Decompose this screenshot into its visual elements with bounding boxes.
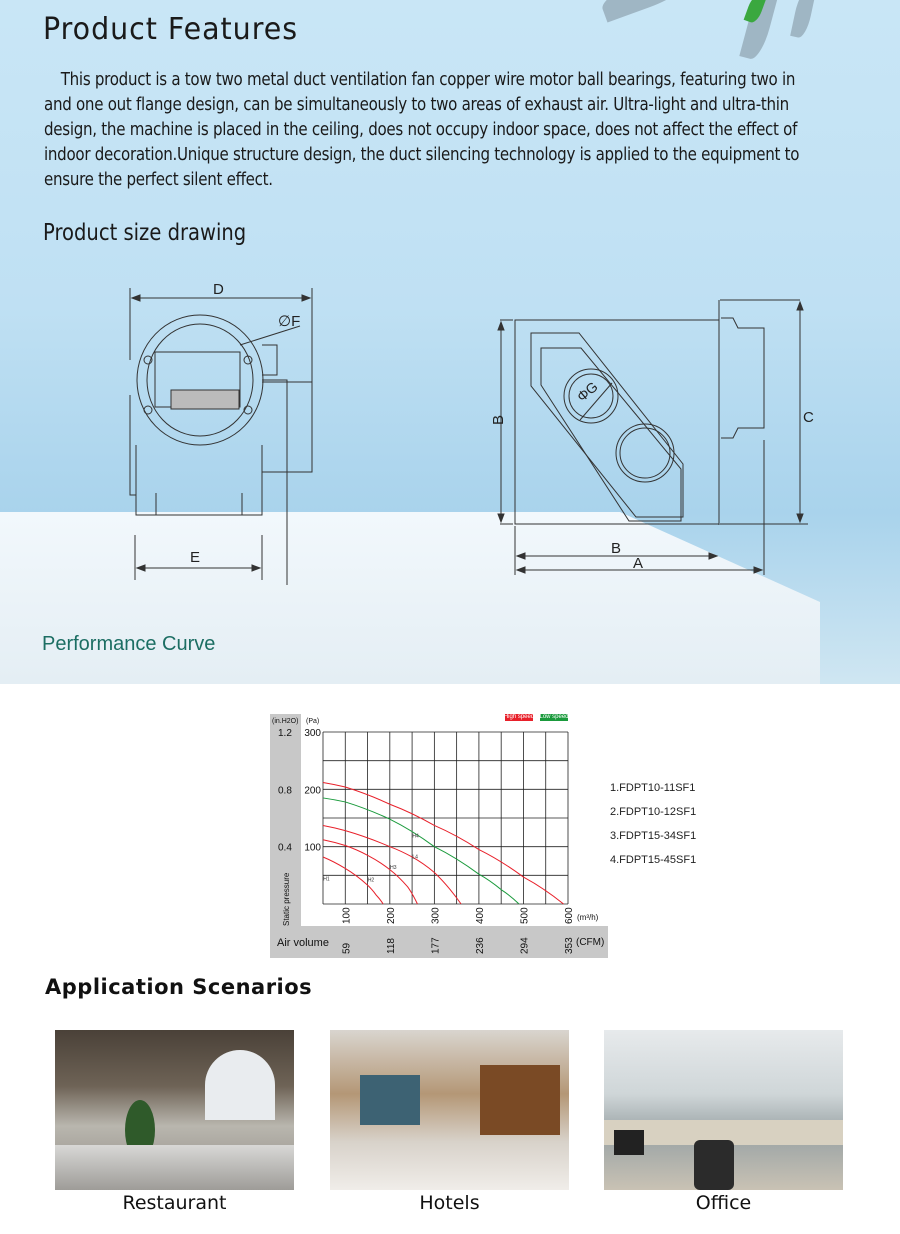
dim-d-label: D <box>213 281 224 298</box>
curve-label-h4: H4 <box>412 833 419 839</box>
dim-f-label: ∅F <box>278 313 300 330</box>
y-tick-label-inh2o: 0.8 <box>278 785 292 796</box>
x-axis-label: Air volume <box>277 937 329 949</box>
leaf-decoration <box>790 0 816 40</box>
dim-a-label: A <box>633 555 643 572</box>
model-item: 4.FDPT15-45SF1 <box>610 854 697 866</box>
x-tick-label-m3h: 200 <box>386 907 397 924</box>
model-item: 3.FDPT15-34SF1 <box>610 830 697 842</box>
curve-label-h2: H2 <box>368 878 375 884</box>
side-view: D ∅F E <box>129 281 313 585</box>
front-view: ΦG B C B A <box>490 299 814 575</box>
y-unit-inh2o: (in.H2O) <box>272 718 298 725</box>
curve-h4 <box>322 781 564 905</box>
applications-title: Application Scenarios <box>45 975 313 999</box>
y-axis-label: Static pressure <box>282 872 291 926</box>
x-tick-label-cfm: 294 <box>519 937 530 954</box>
size-drawing-title: Product size drawing <box>43 220 247 246</box>
y-unit-pa: (Pa) <box>306 718 319 725</box>
x-tick-label-cfm: 177 <box>430 937 441 954</box>
chart-svg: H1 H2 H3 L4 H4 (in.H2O) (Pa) 300 1.2 200 0.8 100 0.4… <box>272 714 604 954</box>
legend-swatch <box>540 714 568 721</box>
restaurant-caption: Restaurant <box>122 1192 227 1214</box>
page-title: Product Features <box>43 12 299 47</box>
x-tick-label-cfm: 59 <box>341 942 352 954</box>
curve-h3 <box>322 824 462 905</box>
x-unit-m3h: (m³/h) <box>577 913 599 922</box>
y-tick-label-pa: 200 <box>304 785 321 796</box>
y-tick-label-inh2o: 0.4 <box>278 843 292 854</box>
product-description: This product is a tow two metal duct ven… <box>44 69 800 190</box>
performance-curve-title: Performance Curve <box>42 633 216 655</box>
x-tick-label-m3h: 300 <box>430 907 441 924</box>
curve-l4 <box>322 797 520 905</box>
y-tick-label-pa: 300 <box>304 728 321 739</box>
x-tick-label-m3h: 500 <box>519 907 530 924</box>
x-tick-label-m3h: 100 <box>341 907 352 924</box>
model-list: 1.FDPT10-11SF1 2.FDPT10-12SF1 3.FDPT15-3… <box>610 776 696 872</box>
y-tick-label-pa: 100 <box>304 843 321 854</box>
curve-h2 <box>322 839 418 905</box>
hotels-caption: Hotels <box>419 1192 480 1214</box>
table-surface <box>0 512 820 684</box>
curve-label-l4: L4 <box>412 855 418 861</box>
dim-e-label: E <box>190 549 200 566</box>
x-tick-label-cfm: 353 <box>564 937 575 954</box>
hero-background <box>0 0 900 684</box>
product-size-drawing: D ∅F E ΦG B C B A <box>129 281 814 585</box>
legend-label: Low speed <box>539 714 568 720</box>
office-image <box>604 1030 843 1190</box>
model-item: 1.FDPT10-11SF1 <box>610 782 696 794</box>
hotels-image <box>330 1030 569 1190</box>
model-item: 2.FDPT10-12SF1 <box>610 806 697 818</box>
curve-label-h3: H3 <box>390 865 397 871</box>
x-tick-label-m3h: 600 <box>564 907 575 924</box>
chart-plot-background <box>301 714 608 926</box>
x-tick-label-cfm: 118 <box>386 938 397 954</box>
x-tick-label-m3h: 400 <box>475 907 486 924</box>
legend-swatch <box>505 714 533 721</box>
leaf-decoration <box>597 0 693 23</box>
curve-h1 <box>322 856 384 905</box>
dim-b-side-label: B <box>490 415 507 425</box>
x-tick-label-cfm: 236 <box>475 937 486 954</box>
y-tick-label-inh2o: 1.2 <box>278 728 292 739</box>
dim-c-label: C <box>803 409 814 426</box>
performance-chart: H1 H2 H3 L4 H4 (in.H2O) (Pa) 300 1.2 200 0.8 100 0.4… <box>270 714 608 958</box>
curve-label-h1: H1 <box>323 876 330 882</box>
office-caption: Office <box>695 1192 752 1214</box>
restaurant-image <box>55 1030 294 1190</box>
legend-label: High speed <box>504 714 534 720</box>
dim-b-bottom-label: B <box>611 540 621 557</box>
x-unit-cfm: (CFM) <box>576 937 604 948</box>
